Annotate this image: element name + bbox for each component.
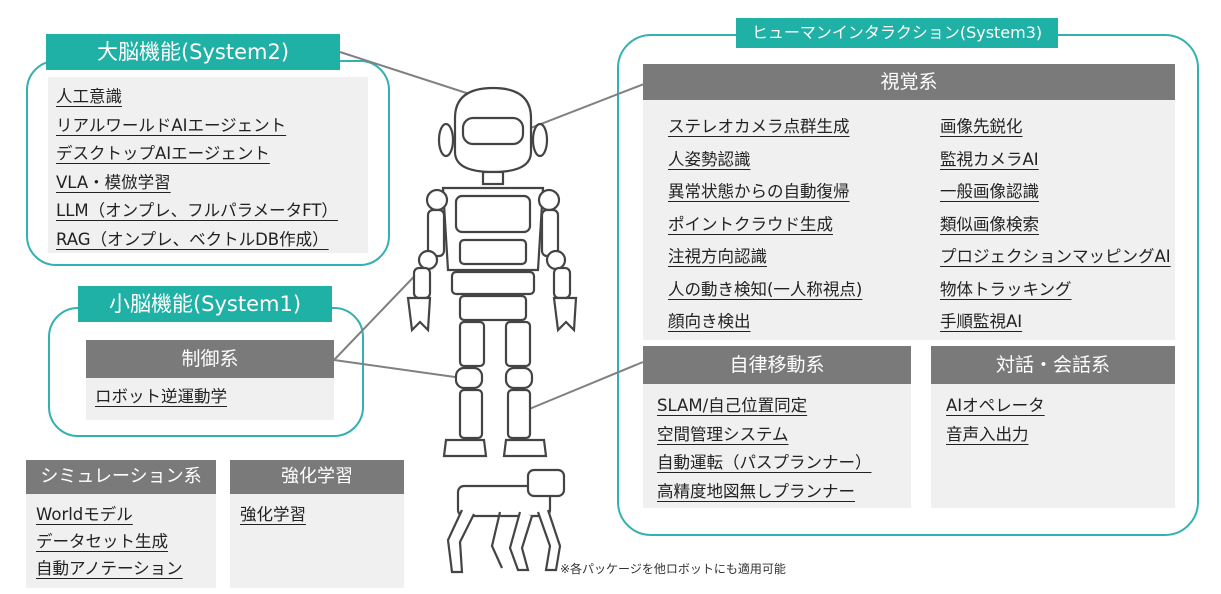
footnote: ※各パッケージを他ロボットにも適用可能 [560,562,786,576]
reinforcement-list: 強化学習 [240,501,306,528]
list-item[interactable]: ロボット逆運動学 [95,387,227,406]
robot-torso [441,186,545,272]
robot-hip [450,270,536,296]
simulation-header: シミュレーション系 [26,460,216,494]
vision-list-left: ステレオカメラ点群生成 人姿勢認識 異常状態からの自動復帰 ポイントクラウド生成… [668,111,862,339]
robot-chest-panel [454,194,532,234]
dog-leg-rear [446,509,475,574]
dog-head [526,468,566,498]
robot-thigh-left [458,320,486,368]
list-item[interactable]: 人工意識 [56,87,122,106]
robot-upperarm-right [540,208,560,258]
list-item[interactable]: 高精度地図無しプランナー [657,481,855,501]
robot-hand-left [406,296,432,333]
system3-title: ヒューマンインタラクション(System3) [736,18,1058,48]
system2-list: 人工意識 リアルワールドAIエージェント デスクトップAIエージェント VLA・… [56,83,338,254]
dog-leg-back [536,509,562,572]
robot-forearm-left [412,266,432,300]
list-item[interactable]: 空間管理システム [657,424,789,444]
list-item[interactable]: 異常状態からの自動復帰 [668,182,850,201]
robot-pelvis [458,294,528,322]
robot-foot-right [502,438,548,458]
robot-knee-left [454,366,484,390]
list-item[interactable]: 物体トラッキング [940,279,1072,299]
list-item[interactable]: ステレオカメラ点群生成 [668,117,850,136]
robot-neck [481,170,505,186]
dog-leg-front [508,511,534,572]
list-item[interactable]: 手順監視AI [940,312,1023,331]
reinforcement-panel [230,494,404,588]
list-item[interactable]: 強化学習 [240,505,306,524]
robot-upperarm-left [426,208,446,258]
list-item[interactable]: 一般画像認識 [940,182,1039,201]
dog-leg-mid [490,511,504,569]
list-item[interactable]: VLA・模倣学習 [56,172,171,192]
robot-shoulder-right [537,188,561,212]
list-item[interactable]: LLM（オンプレ、フルパラメータFT） [56,201,338,220]
system2-title: 大脳機能(System2) [46,34,340,70]
list-item[interactable]: 監視カメラAI [940,149,1039,169]
list-item[interactable]: ポイントクラウド生成 [668,214,833,234]
list-item[interactable]: SLAM/自己位置同定 [657,396,808,415]
reinforcement-header: 強化学習 [230,460,404,494]
dialogue-list: AIオペレータ 音声入出力 [946,392,1045,449]
robot-foot-left [442,438,488,458]
vision-list-right: 画像先鋭化 監視カメラAI 一般画像認識 類似画像検索 プロジェクションマッピン… [940,111,1171,339]
list-item[interactable]: RAG（オンプレ、ベクトルDB作成） [56,229,329,249]
list-item[interactable]: Worldモデル [36,505,133,524]
list-item[interactable]: 人姿勢認識 [668,149,751,169]
list-item[interactable]: 自動運転（パスプランナー） [657,453,872,472]
simulation-panel [26,494,216,588]
autonomous-panel [643,384,911,508]
system1-title: 小脳機能(System1) [78,286,332,322]
robot-elbow-right [545,249,567,271]
list-item[interactable]: 顔向き検出 [668,312,751,331]
robot-knee-right [504,366,534,390]
list-item[interactable]: 自動アノテーション [36,559,183,578]
autonomous-list: SLAM/自己位置同定 空間管理システム 自動運転（パスプランナー） 高精度地図… [657,392,872,506]
robot-hand-right [552,296,578,333]
list-item[interactable]: リアルワールドAIエージェント [56,115,287,135]
robot-ear-left [437,122,455,158]
system2-panel [48,77,368,253]
robot-head [453,86,533,174]
list-item[interactable]: 画像先鋭化 [940,117,1023,136]
dog-body [456,484,552,518]
robot-thigh-right [504,320,532,368]
control-header: 制御系 [86,340,334,378]
vision-panel [643,100,1175,340]
robot-elbow-left [417,249,439,271]
dialogue-panel [931,384,1175,508]
robot-forearm-right [552,266,572,300]
dialogue-header: 対話・会話系 [931,346,1175,384]
list-item[interactable]: 注視方向認識 [668,247,767,266]
control-panel [86,378,334,420]
robot-shin-right [506,388,532,440]
robot-shoulder-left [425,188,449,212]
list-item[interactable]: 音声入出力 [946,424,1029,444]
list-item[interactable]: AIオペレータ [946,396,1045,415]
autonomous-header: 自律移動系 [643,346,911,384]
list-item[interactable]: 類似画像検索 [940,214,1039,234]
simulation-list: Worldモデル データセット生成 自動アノテーション [36,501,183,582]
control-list: ロボット逆運動学 [95,383,227,411]
robot-visor [461,116,525,146]
robot-shin-left [458,388,484,440]
robot-belly [458,238,528,266]
list-item[interactable]: データセット生成 [36,532,168,551]
list-item[interactable]: デスクトップAIエージェント [56,144,270,163]
vision-header: 視覚系 [643,64,1175,100]
list-item[interactable]: 人の動き検知(一人称視点) [668,279,863,299]
list-item[interactable]: プロジェクションマッピングAI [940,247,1171,266]
robot-ear-right [531,122,549,158]
